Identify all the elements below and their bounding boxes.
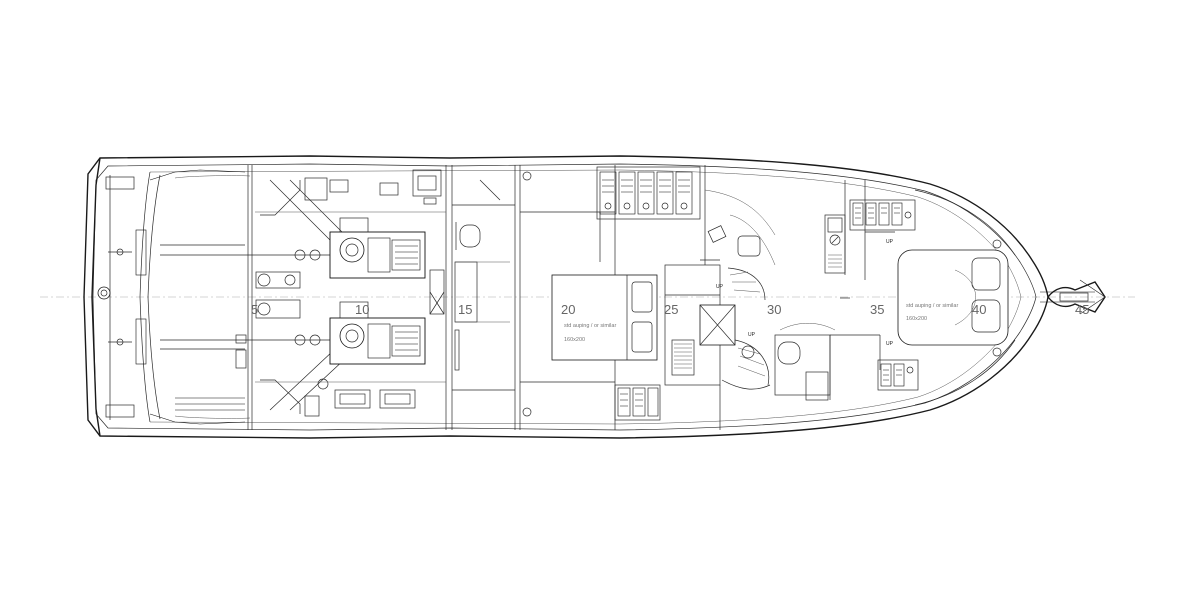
wardrobe-top xyxy=(596,166,701,220)
bed-aft-size: 160x200 xyxy=(564,337,585,343)
stair-up-label-1: UP xyxy=(716,284,724,290)
engine-starboard-icon xyxy=(294,301,426,365)
wardrobe-bottom xyxy=(614,384,661,421)
aft-deck xyxy=(97,169,251,425)
forward-galley: UP UP xyxy=(824,180,919,391)
chair-icon xyxy=(737,235,761,257)
bed-fwd-size: 160x200 xyxy=(906,316,927,322)
frame-number: 45 xyxy=(1075,302,1089,317)
aft-cabin-area xyxy=(452,165,521,430)
spiral-stair xyxy=(721,267,771,390)
bow-anchor xyxy=(1040,279,1106,315)
stair-up-label-2: UP xyxy=(748,332,756,338)
frame-number: 25 xyxy=(664,302,678,317)
toilet-icon-2 xyxy=(777,341,801,365)
frame-number: 10 xyxy=(355,302,369,317)
frame-number: 35 xyxy=(870,302,884,317)
frame-number: 5 xyxy=(251,302,258,317)
frame-number: 15 xyxy=(458,302,472,317)
forward-cabin: std auping / or similar 160x200 xyxy=(897,189,1016,406)
bed-aft-note: std auping / or similar xyxy=(564,323,616,329)
frame-number: 40 xyxy=(972,302,986,317)
bed-aft: std auping / or similar 160x200 xyxy=(551,274,658,361)
battery-icon xyxy=(304,378,416,417)
wardrobe-fwd-top xyxy=(849,199,916,231)
frame-numbers: 5 10 15 20 25 30 35 40 45 xyxy=(251,302,1089,317)
cleat-icon xyxy=(108,248,132,346)
wardrobe-fwd-bottom xyxy=(877,359,919,391)
hull-outline xyxy=(83,155,1049,439)
generator-icon xyxy=(255,269,445,319)
aft-guest-cabin: std auping / or similar 160x200 xyxy=(520,165,701,430)
stairwell: UP UP xyxy=(664,165,771,430)
frame-number: 30 xyxy=(767,302,781,317)
winch-icon xyxy=(97,286,111,300)
midship-area xyxy=(704,189,881,401)
engine-port-icon xyxy=(294,217,426,279)
stair-up-label-3: UP xyxy=(886,239,894,245)
tank-icon xyxy=(304,169,442,205)
bed-fwd-note: std auping / or similar xyxy=(906,303,958,309)
stair-up-label-4: UP xyxy=(886,341,894,347)
toilet-icon xyxy=(455,222,481,250)
engine-room xyxy=(160,165,453,430)
frame-number: 20 xyxy=(561,302,575,317)
